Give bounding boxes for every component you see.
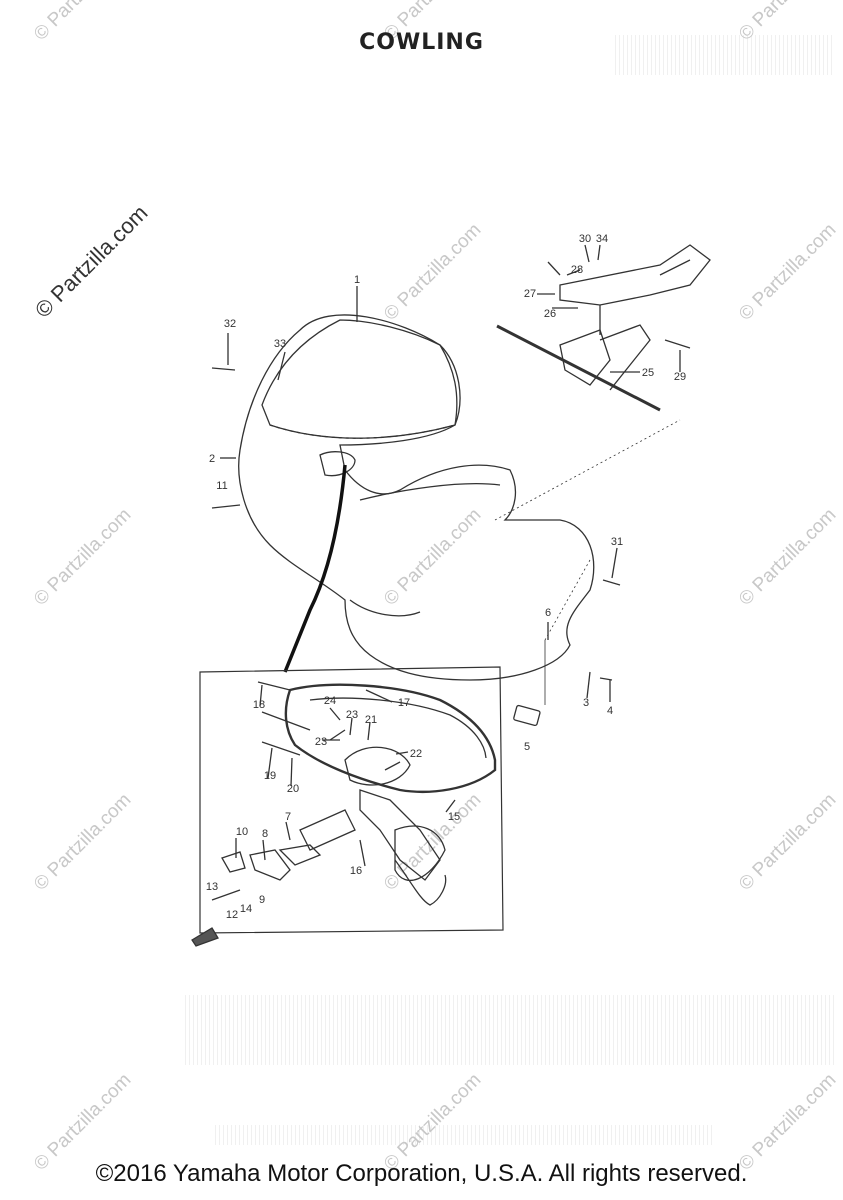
callout-23a: 23: [346, 709, 358, 721]
upper-stay: [559, 244, 711, 306]
callout-15: 15: [448, 811, 460, 823]
callout-21: 21: [365, 714, 377, 726]
inset-frame: [199, 666, 504, 934]
callout-2: 2: [209, 453, 215, 465]
diagram-title: COWLING: [359, 30, 484, 55]
scan-noise: [185, 995, 835, 1065]
callout-28: 28: [571, 264, 583, 276]
scan-noise: [615, 35, 835, 75]
callout-13: 13: [206, 881, 218, 893]
wire-harness: [283, 464, 347, 673]
callout-10: 10: [236, 826, 248, 838]
callout-16: 16: [350, 865, 362, 877]
scan-noise: [215, 1125, 715, 1145]
cowling-shell: [238, 314, 595, 681]
callout-1: 1: [354, 274, 360, 286]
meter-bracket: [284, 683, 497, 793]
callout-23b: 23: [315, 736, 327, 748]
callout-30: 30: [579, 233, 591, 245]
callout-9: 9: [259, 894, 265, 906]
callout-6: 6: [545, 607, 551, 619]
callout-27: 27: [524, 288, 536, 300]
callout-24: 24: [324, 695, 336, 707]
callout-20: 20: [287, 783, 299, 795]
callout-34: 34: [596, 233, 608, 245]
callout-33: 33: [274, 338, 286, 350]
callout-19: 19: [264, 770, 276, 782]
stay-bar: [496, 324, 661, 412]
callout-25: 25: [642, 367, 654, 379]
callout-26: 26: [544, 308, 556, 320]
callout-14: 14: [240, 903, 252, 915]
callout-3: 3: [583, 697, 589, 709]
callout-29: 29: [674, 371, 686, 383]
callout-22: 22: [410, 748, 422, 760]
callout-5: 5: [524, 741, 530, 753]
callout-18: 18: [253, 699, 265, 711]
callout-4: 4: [607, 705, 613, 717]
callout-8: 8: [262, 828, 268, 840]
callout-32: 32: [224, 318, 236, 330]
callout-17: 17: [398, 697, 410, 709]
copyright-notice: ©2016 Yamaha Motor Corporation, U.S.A. A…: [95, 1160, 748, 1187]
callout-7: 7: [285, 811, 291, 823]
callout-12: 12: [226, 909, 238, 921]
cover-plate: [513, 704, 541, 727]
callout-11: 11: [216, 480, 227, 492]
callout-31: 31: [611, 536, 623, 548]
